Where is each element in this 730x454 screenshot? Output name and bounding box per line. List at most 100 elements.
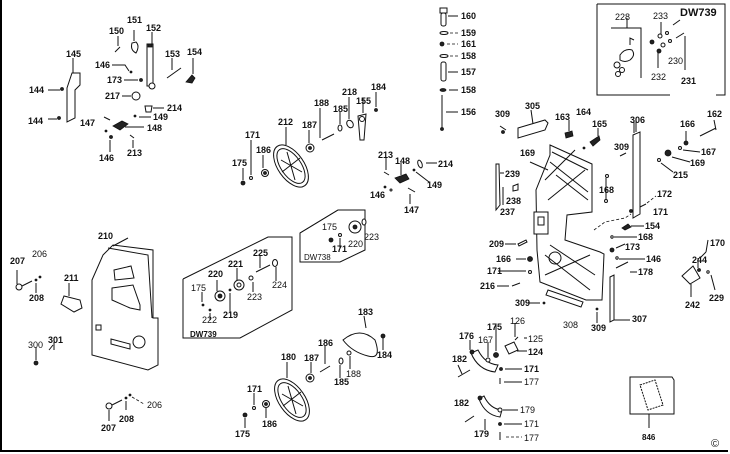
part-label: 169 [520,148,535,158]
part-label: 237 [500,207,515,217]
part-label: 167 [478,335,493,345]
lower-wheel-parts [242,315,386,428]
part-label: 307 [632,314,647,324]
part-label: 166 [496,254,511,264]
part-label: 220 [348,239,363,249]
part-label: 309 [591,323,606,333]
part-label: 214 [438,159,453,169]
part-label: 126 [510,316,525,326]
part-label: 149 [427,180,442,190]
dw738-kit [299,209,367,263]
part-label: 167 [701,147,716,157]
part-label: 242 [685,300,700,310]
part-label: 223 [364,232,379,242]
part-label: 147 [404,205,419,215]
part-label: 239 [505,169,520,179]
part-label: 151 [127,15,142,25]
part-label: 229 [709,293,724,303]
part-label: 188 [314,98,329,108]
part-label: 206 [147,400,162,410]
part-label: 156 [461,107,476,117]
wheel-cover-parts [15,237,159,421]
part-label: 177 [524,433,539,443]
dw739-tension-kit [182,236,293,339]
part-label: 171 [245,130,260,140]
lower-guide-arm-parts [457,323,527,440]
part-label: 154 [187,47,202,57]
lower-blade-guide-parts [383,158,437,204]
upper-blade-guide-parts [48,30,196,152]
part-label: 231 [681,76,696,86]
kit-label-dw738: DW738 [304,253,331,262]
part-label: 233 [653,11,668,21]
part-label: 125 [528,334,543,344]
part-label: 188 [346,369,361,379]
part-label: 146 [95,60,110,70]
part-label: 175 [322,222,337,232]
part-label: 158 [461,51,476,61]
part-label: 211 [64,273,79,283]
part-label: 177 [524,377,539,387]
part-label: 846 [642,433,656,442]
part-label: 159 [461,28,476,38]
kit-label-dw739-left: DW739 [190,330,217,339]
part-label: 209 [489,239,504,249]
part-label: 300 [28,340,43,350]
part-label: 218 [342,87,357,97]
part-label: 183 [358,307,373,317]
part-label: 166 [680,119,695,129]
part-label: 222 [202,315,217,325]
part-label: 186 [256,145,271,155]
part-label: 163 [555,112,570,122]
part-label: 208 [119,414,134,424]
part-label: 147 [80,118,95,128]
part-label: 308 [563,320,578,330]
part-label: 221 [228,259,243,269]
part-label: 146 [99,153,114,163]
part-label: 171 [332,244,347,254]
part-label: 171 [524,419,539,429]
part-label: 207 [10,256,25,266]
part-label: 185 [333,104,348,114]
part-label: 182 [452,354,467,364]
part-label: 238 [506,196,521,206]
part-label: 160 [461,11,476,21]
part-label: 182 [454,398,469,408]
main-frame-parts [495,109,717,323]
part-label: 220 [208,269,223,279]
part-label: 232 [651,72,666,82]
part-label: 176 [459,331,474,341]
part-label: 168 [599,185,614,195]
part-label: 157 [461,67,476,77]
part-label: 144 [28,116,43,126]
part-label: 309 [515,298,530,308]
part-label: 186 [262,419,277,429]
copyright-icon: © [711,438,719,450]
part-label: 224 [272,280,287,290]
part-label: 168 [638,232,653,242]
part-label: 216 [480,281,495,291]
part-label: 173 [107,75,122,85]
part-label: 153 [165,49,180,59]
part-label: 184 [371,82,386,92]
part-label: 187 [302,120,317,130]
part-label: 305 [525,101,540,111]
part-label: 146 [370,190,385,200]
part-label: 173 [625,242,640,252]
part-label: 165 [592,119,607,129]
part-label: 213 [378,150,393,160]
part-label: 154 [645,221,660,231]
part-label: 171 [487,266,502,276]
part-label: 207 [101,423,116,433]
part-label: 150 [109,26,124,36]
part-label: 175 [235,429,250,439]
part-label: 223 [247,292,262,302]
part-label: 171 [247,384,262,394]
part-label: 170 [710,238,725,248]
part-label: 186 [318,338,333,348]
part-label: 215 [673,170,688,180]
part-labels: 150 151 152 145 146 153 154 173 144 217 … [10,7,725,450]
part-label: 208 [29,293,44,303]
part-label: 219 [223,310,238,320]
